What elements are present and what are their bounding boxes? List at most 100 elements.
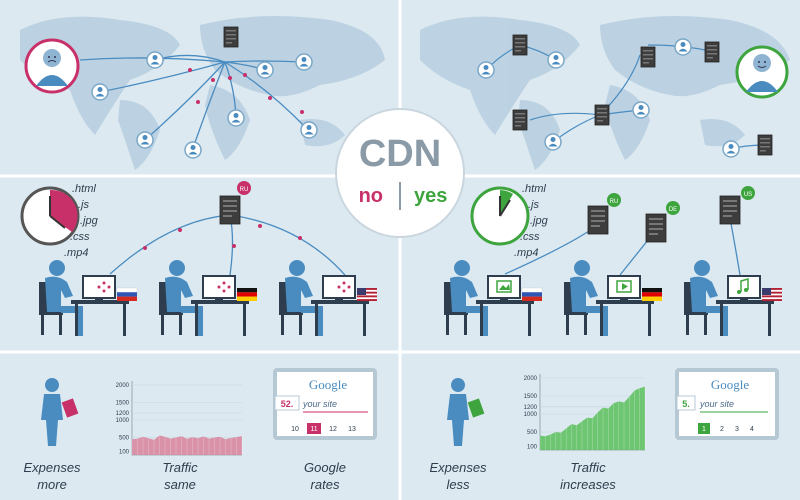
file-type-label: .mp4 [64,247,88,259]
user-icon [632,101,650,119]
google-widget-left: Google 52. your site 10 11 12 13 [273,368,377,440]
google-logo: Google [711,377,750,392]
flag-de-icon [237,288,257,301]
edge-server-icon [512,34,528,56]
svg-text:RU: RU [240,187,249,193]
file-type-label: .html [72,183,96,195]
page-number: 12 [329,426,337,433]
google-label: Google [304,460,346,475]
svg-text:US: US [744,192,752,198]
file-type-label: .css [520,231,540,243]
google-widget-right: Google 5. your site 1 2 3 4 [675,368,779,440]
sad-user-avatar [24,38,80,94]
page-number: 4 [750,426,754,433]
page-number-active: 11 [310,426,317,433]
user-icon [227,109,245,127]
y-tick-label: 1000 [524,412,538,418]
user-icon [544,133,562,151]
page-number: 2 [720,426,724,433]
edge-server-us-icon [719,195,741,225]
expenses-label: Expenses [23,460,81,475]
page-number-active: 1 [702,426,706,433]
user-icon [91,83,109,101]
server-badge-ru: RU [237,181,251,195]
flag-us-icon [357,288,377,301]
user-icon [674,38,692,56]
expenses-figure-right [447,378,485,446]
origin-server-icon [219,195,241,225]
svg-text:DE: DE [669,207,677,213]
slow-clock [20,186,80,246]
expenses-value: less [446,477,470,492]
flag-ru-icon [116,287,138,302]
user-icon [146,51,164,69]
top-left-route-dots [188,68,304,114]
page-number: 10 [291,426,299,433]
expenses-value: more [37,477,67,492]
file-type-label: .jpg [80,215,99,227]
top-left-network [79,54,309,149]
page-number: 13 [348,426,356,433]
user-icon [477,61,495,79]
user-icon [136,131,154,149]
server-badges-right: RU DE US [607,186,755,215]
edge-server-icon [640,46,656,68]
file-type-label: .css [70,231,90,243]
y-tick-label: 1500 [524,394,538,400]
monitor-content-icons [496,278,749,294]
y-tick-label: 500 [119,436,130,442]
file-type-label: .mp4 [514,247,538,259]
flag-us-icon [762,288,782,301]
user-icon [184,141,202,159]
file-type-label: .jpg [530,215,549,227]
file-type-label: .js [78,199,90,211]
search-result: your site [302,399,337,409]
y-tick-label: 500 [527,430,538,436]
edge-server-icon [512,109,528,131]
file-type-label: .js [528,199,540,211]
receipt-icon [61,398,79,418]
rank-value: 52. [281,399,294,409]
file-type-label: .html [522,183,546,195]
edge-server-de-icon [645,213,667,243]
yes-label: yes [414,185,447,207]
origin-server-icon [223,26,239,48]
y-tick-label: 1200 [116,411,130,417]
traffic-label: Traffic [570,460,606,475]
y-tick-label: 1200 [524,405,538,411]
file-types-left: .html .js .jpg .css .mp4 [64,183,99,259]
traffic-label: Traffic [162,460,198,475]
user-icon [722,140,740,158]
music-icon [740,278,749,292]
google-value: rates [311,477,340,492]
flag-de-icon [642,288,662,301]
search-result: your site [699,399,734,409]
y-tick-label: 2000 [524,376,538,382]
page-number: 3 [735,426,739,433]
fast-clock [470,186,530,246]
video-icon [616,280,632,293]
edge-server-ru-icon [587,205,609,235]
user-icon [256,61,274,79]
happy-user-avatar [735,45,789,99]
y-tick-label: 100 [119,450,130,456]
edge-server-icon [704,41,720,63]
money-icon [467,398,485,418]
y-tick-label: 1500 [116,401,130,407]
traffic-value: same [164,477,196,492]
cdn-title: CDN [359,133,441,175]
flag-ru-icon [521,287,543,302]
user-icon [295,53,313,71]
rank-value: 5. [682,399,690,409]
image-icon [496,280,512,293]
expenses-figure-left [41,378,79,446]
expenses-label: Expenses [429,460,487,475]
cdn-badge: CDN no yes [335,108,465,238]
user-icon [300,121,318,139]
y-tick-label: 2000 [116,383,130,389]
no-label: no [359,185,383,207]
svg-text:RU: RU [610,199,619,205]
